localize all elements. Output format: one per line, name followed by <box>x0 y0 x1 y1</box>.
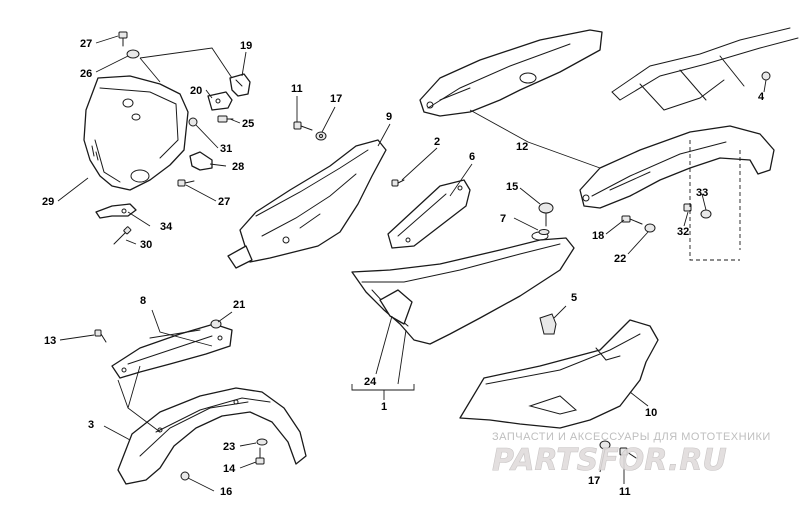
screw-13 <box>94 329 107 343</box>
callout-8: 8 <box>140 295 146 307</box>
subframe <box>611 27 799 111</box>
side-panel-9 <box>227 139 387 269</box>
screw-30 <box>113 226 132 245</box>
callout-5: 5 <box>571 292 577 304</box>
callout-27-top: 27 <box>80 38 92 50</box>
callout-9: 9 <box>386 111 392 123</box>
callout-28: 28 <box>232 161 244 173</box>
callout-27-side: 27 <box>218 196 230 208</box>
callout-20: 20 <box>190 85 202 97</box>
clip-5 <box>539 313 557 335</box>
washer-17-upper <box>315 131 327 141</box>
callout-32: 32 <box>677 226 689 238</box>
side-panel-10 <box>459 319 659 429</box>
callout-4: 4 <box>758 91 765 103</box>
bracket-19 <box>229 73 251 97</box>
callout-23: 23 <box>223 441 235 453</box>
callout-15: 15 <box>506 181 518 193</box>
callout-19: 19 <box>240 40 252 52</box>
rear-fender-12-upper <box>419 29 603 117</box>
front-fender-3 <box>117 387 307 485</box>
callout-29: 29 <box>42 196 54 208</box>
callout-16: 16 <box>220 486 232 498</box>
watermark-brand: PARTSFOR.RU <box>492 443 727 478</box>
bolt-11-upper <box>293 121 313 131</box>
callout-31: 31 <box>220 143 232 155</box>
callout-17-upper: 17 <box>330 93 342 105</box>
guide-line-frame <box>689 140 740 261</box>
callout-18: 18 <box>592 230 604 242</box>
headlight-number-plate <box>83 75 189 191</box>
hardware-23-14 <box>255 438 268 465</box>
seat-assembly <box>351 231 575 345</box>
nut-4 <box>761 71 771 81</box>
callout-30: 30 <box>140 239 152 251</box>
callout-25: 25 <box>242 118 254 130</box>
callout-2: 2 <box>434 136 440 148</box>
bolt-27-side <box>177 179 195 187</box>
rear-fender-12-lower <box>579 125 775 209</box>
callout-7: 7 <box>500 213 506 225</box>
callout-22: 22 <box>614 253 626 265</box>
watermark-tagline: ЗАПЧАСТИ И АКСЕССУАРЫ ДЛЯ МОТОТЕХНИКИ <box>492 431 771 443</box>
callout-1: 1 <box>381 401 387 413</box>
bolt-27-top <box>118 31 128 47</box>
bracket-20 <box>207 91 233 111</box>
hardware-18-22 <box>621 215 656 233</box>
callout-3: 3 <box>88 419 94 431</box>
callout-13: 13 <box>44 335 56 347</box>
callout-33: 33 <box>696 187 708 199</box>
callout-12: 12 <box>516 141 528 153</box>
bracket-34 <box>95 203 137 219</box>
watermark: ЗАПЧАСТИ И АКСЕССУАРЫ ДЛЯ МОТОТЕХНИКИ PA… <box>492 431 771 478</box>
callout-24: 24 <box>364 376 377 388</box>
hardware-33-32 <box>683 203 712 219</box>
leader-lines <box>57 35 767 492</box>
callout-11-upper: 11 <box>291 83 303 95</box>
callout-14: 14 <box>223 463 236 475</box>
callout-labels: 27 26 19 20 25 31 28 27 29 34 30 11 17 9… <box>42 38 765 498</box>
fender-brace-8 <box>111 323 233 379</box>
nut-31 <box>188 117 198 127</box>
callout-34: 34 <box>160 221 173 233</box>
callout-10: 10 <box>645 407 657 419</box>
callout-6: 6 <box>469 151 475 163</box>
callout-11-lower: 11 <box>619 486 631 498</box>
grommet-26 <box>126 49 140 59</box>
bracket-28 <box>189 151 213 171</box>
callout-17-lower: 17 <box>588 475 600 487</box>
nut-16 <box>180 471 190 481</box>
plate-6 <box>387 179 471 249</box>
screw-25 <box>217 115 234 123</box>
washer-7 <box>538 229 550 235</box>
screw-2 <box>391 179 405 187</box>
knob-15 <box>538 202 554 227</box>
callout-26: 26 <box>80 68 92 80</box>
callout-21: 21 <box>233 299 245 311</box>
